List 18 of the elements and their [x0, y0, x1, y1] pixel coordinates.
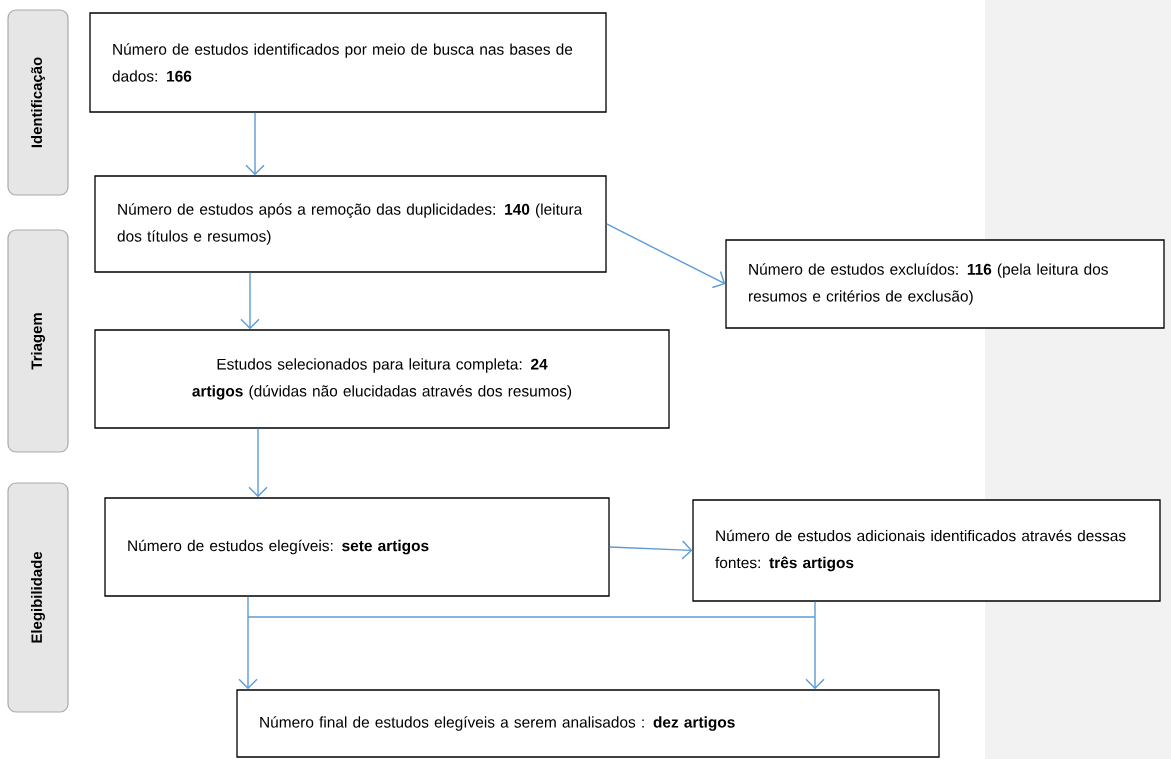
arrow — [605, 223, 726, 289]
arrow — [608, 540, 693, 560]
arrow — [248, 427, 268, 498]
arrow — [238, 595, 258, 690]
process-box: Número de estudos identificados por meio de busca nas bases de dados: 166 — [89, 12, 607, 113]
arrow — [805, 600, 825, 690]
stage-label: Triagem — [7, 229, 69, 453]
process-box: Estudos selecionados para leitura completa: 24 artigos (dúvidas não elucidadas através dos resumos) — [94, 329, 670, 429]
arrow — [245, 111, 265, 176]
process-box: Número de estudos adicionais identificados através dessas fontes: três artigos — [692, 499, 1161, 602]
arrow — [240, 271, 260, 330]
process-box: Número final de estudos elegíveis a serem analisados : dez artigos — [236, 689, 940, 758]
stage-label: Elegibilidade — [7, 482, 69, 713]
process-box: Número de estudos elegíveis: sete artigos — [104, 497, 610, 597]
process-box: Número de estudos após a remoção das duplicidades: 140 (leitura dos títulos e resumos) — [94, 175, 607, 273]
process-box: Número de estudos excluídos: 116 (pela leitura dos resumos e critérios de exclusão) — [725, 239, 1165, 329]
connector-line — [247, 616, 816, 618]
stage-label: Identificação — [7, 9, 69, 196]
